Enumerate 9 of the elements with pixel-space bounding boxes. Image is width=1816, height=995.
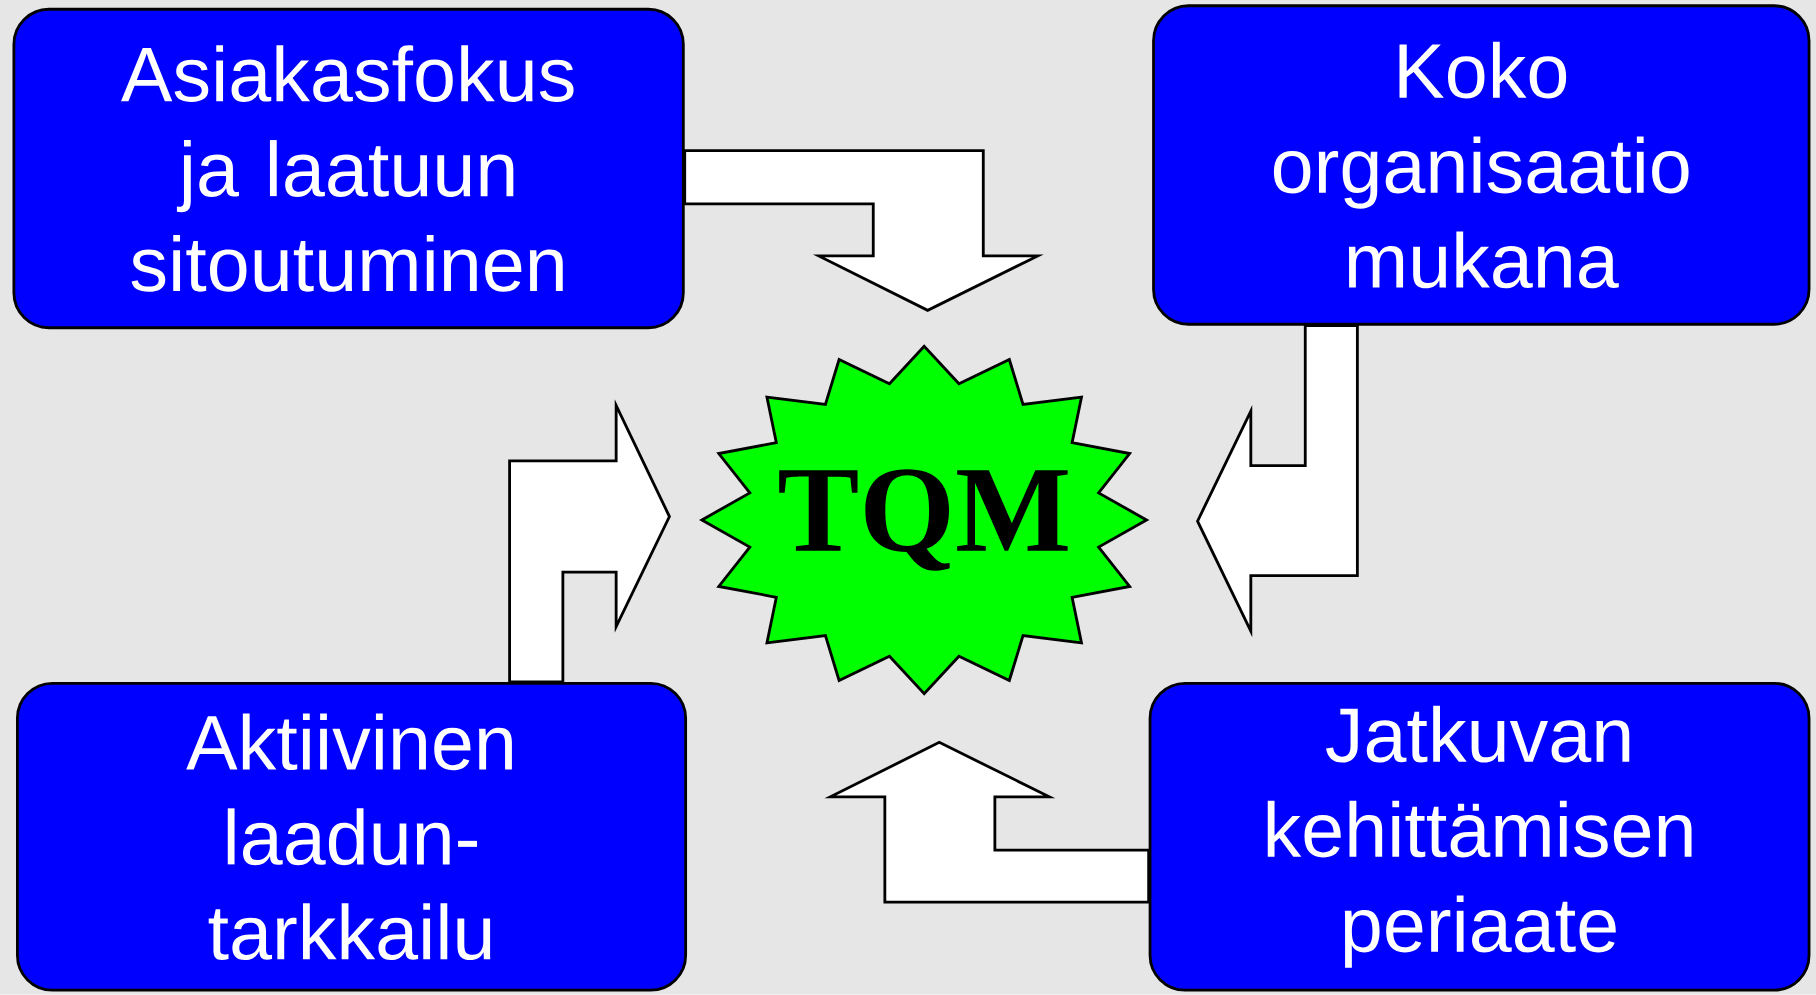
text-box: Aktiivinen laadun- tarkkailu [16, 681, 688, 992]
text-box: Asiakasfokus ja laatuun sitoutuminen [12, 7, 685, 330]
text-box: Jatkuvan kehittämisen periaate [1148, 681, 1811, 992]
block-arrow [683, 149, 1044, 312]
block-arrow [508, 399, 671, 684]
starburst: TQM [699, 344, 1150, 696]
block-arrow [1196, 324, 1359, 638]
block-arrow [824, 740, 1151, 904]
text-box: Koko organisaatio mukana [1152, 4, 1811, 326]
